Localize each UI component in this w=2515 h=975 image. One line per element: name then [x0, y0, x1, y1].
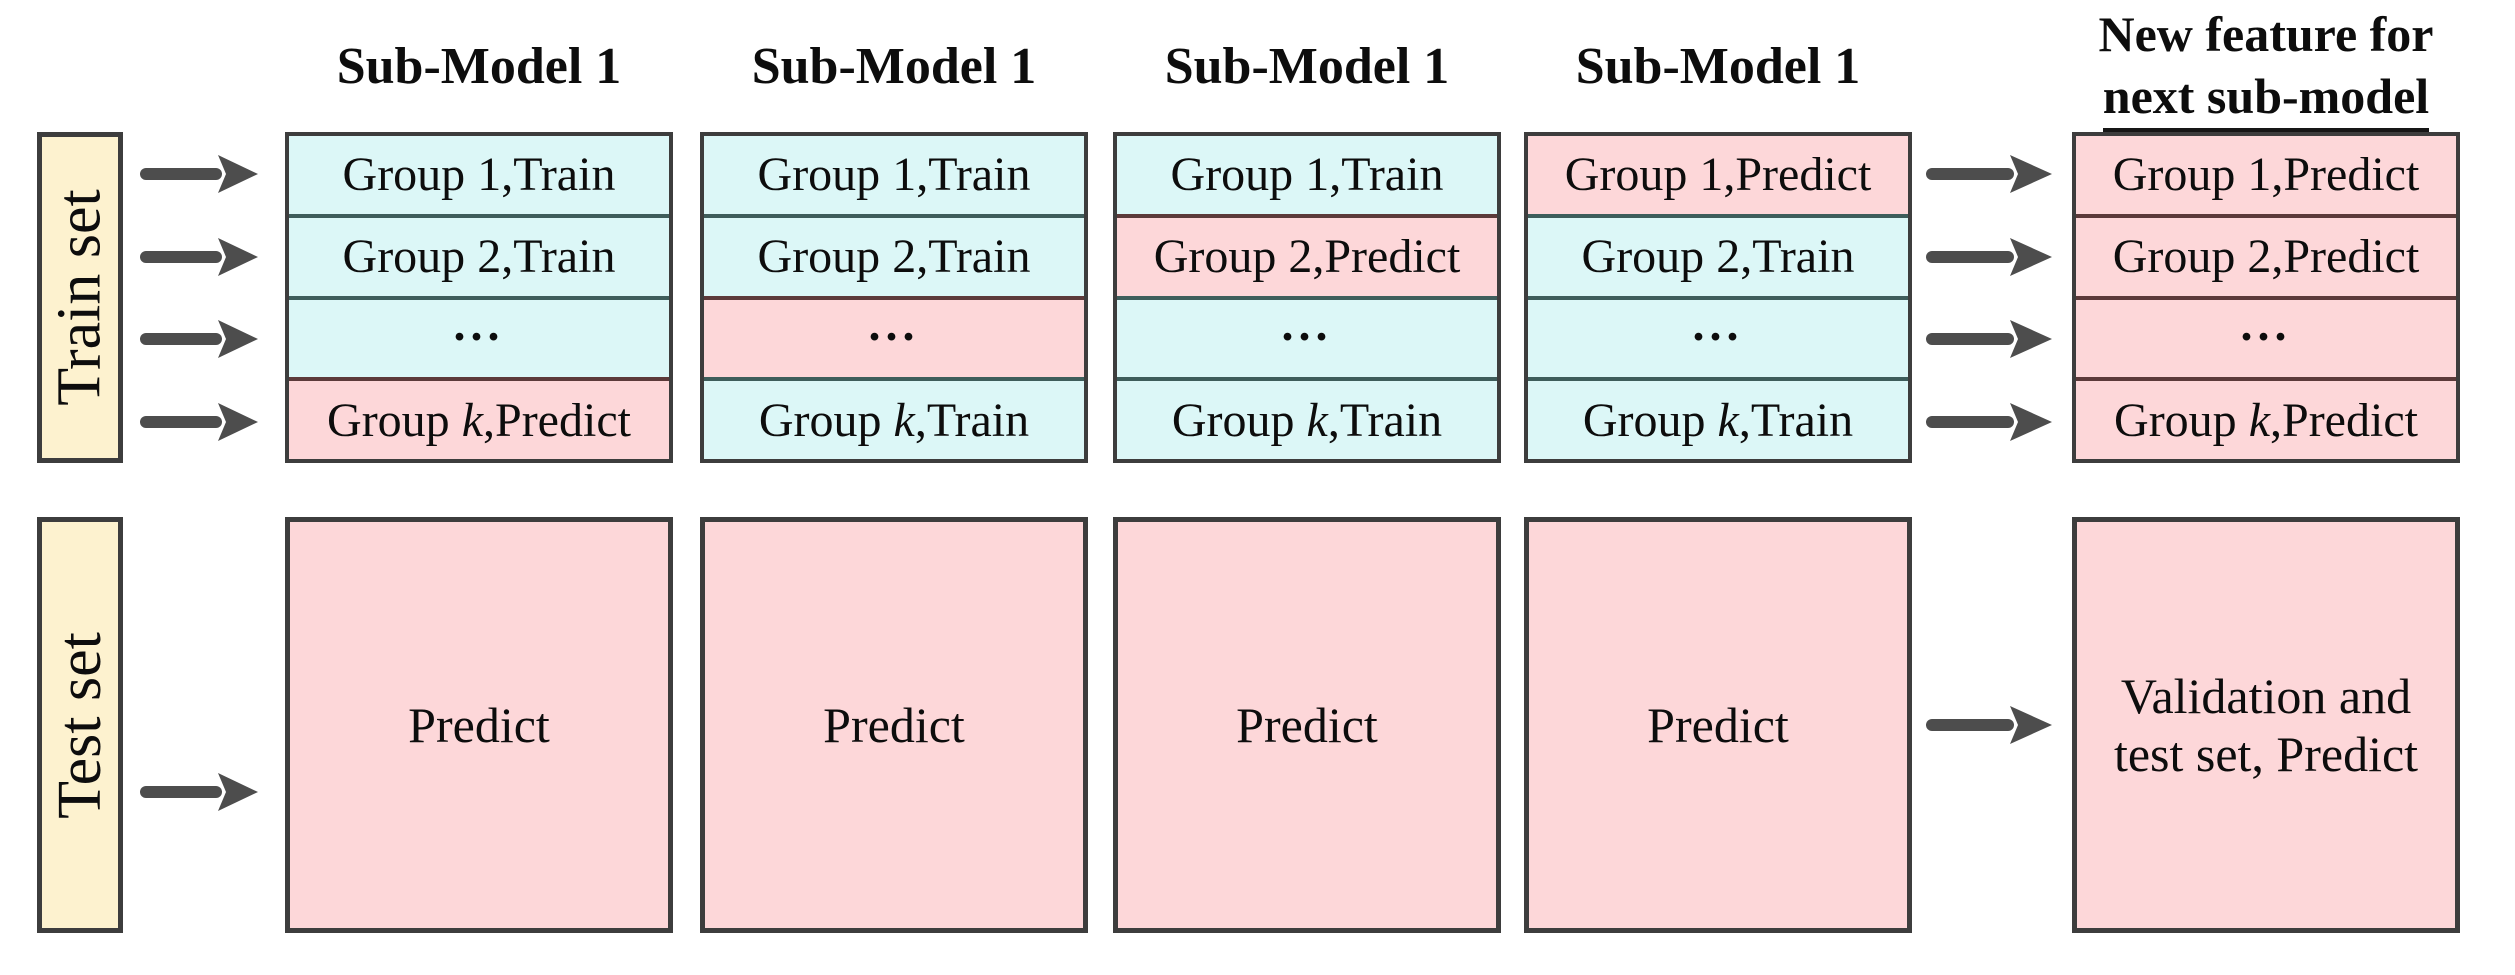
- sub-model-header-3: Sub-Model 1: [1164, 37, 1450, 95]
- arrow-right-icon: [140, 772, 258, 812]
- arrow-right-icon: [1926, 705, 2052, 745]
- fold-column-2: Group 1,Train Group 2,Train ... Group k,…: [700, 132, 1088, 463]
- table-cell: Group 2,Predict: [2076, 213, 2456, 296]
- table-cell-ellipsis: ...: [704, 295, 1084, 378]
- table-cell: Group k,Train: [1528, 377, 1908, 459]
- table-cell: Group 1,Train: [704, 136, 1084, 214]
- table-cell: Group 1,Train: [1117, 136, 1497, 214]
- table-cell: Group 1,Train: [289, 136, 669, 214]
- train-set-label: Train set: [45, 189, 114, 406]
- validation-test-box: Validation and test set, Predict: [2072, 517, 2460, 933]
- table-cell: Group k,Train: [1117, 377, 1497, 459]
- table-cell: Group k,Train: [704, 377, 1084, 459]
- fold-column-1: Group 1,Train Group 2,Train ... Group k,…: [285, 132, 673, 463]
- table-cell: Group 2,Train: [289, 213, 669, 296]
- test-predict-box-3: Predict: [1113, 517, 1501, 933]
- sub-model-header-1: Sub-Model 1: [336, 37, 622, 95]
- test-set-label: Test set: [45, 631, 114, 819]
- table-cell-ellipsis: ...: [289, 295, 669, 378]
- new-feature-column: Group 1,Predict Group 2,Predict ... Grou…: [2072, 132, 2460, 463]
- table-cell-ellipsis: ...: [1528, 295, 1908, 378]
- test-predict-box-4: Predict: [1524, 517, 1912, 933]
- new-feature-line2: next sub-model: [2102, 65, 2430, 133]
- test-predict-box-1: Predict: [285, 517, 673, 933]
- sub-model-header-2: Sub-Model 1: [751, 37, 1037, 95]
- arrow-right-icon: [1926, 319, 2052, 359]
- arrow-right-icon: [1926, 237, 2052, 277]
- arrow-right-icon: [140, 154, 258, 194]
- new-feature-header: New feature for next sub-model: [2072, 0, 2460, 133]
- arrow-right-icon: [1926, 402, 2052, 442]
- table-cell: Group 2,Train: [1528, 213, 1908, 296]
- new-feature-line1: New feature for: [2098, 6, 2434, 62]
- test-set-label-box: Test set: [37, 517, 123, 933]
- table-cell: Group k,Predict: [2076, 377, 2456, 459]
- arrow-right-icon: [140, 237, 258, 277]
- arrow-right-icon: [1926, 154, 2052, 194]
- table-cell: Group 2,Predict: [1117, 213, 1497, 296]
- fold-column-4: Group 1,Predict Group 2,Train ... Group …: [1524, 132, 1912, 463]
- table-cell: Group 1,Predict: [1528, 136, 1908, 214]
- table-cell-ellipsis: ...: [2076, 295, 2456, 378]
- train-set-label-box: Train set: [37, 132, 123, 463]
- fold-column-3: Group 1,Train Group 2,Predict ... Group …: [1113, 132, 1501, 463]
- arrow-right-icon: [140, 319, 258, 359]
- table-cell: Group 2,Train: [704, 213, 1084, 296]
- table-cell-ellipsis: ...: [1117, 295, 1497, 378]
- table-cell: Group k,Predict: [289, 377, 669, 459]
- sub-model-header-4: Sub-Model 1: [1575, 37, 1861, 95]
- test-predict-box-2: Predict: [700, 517, 1088, 933]
- table-cell: Group 1,Predict: [2076, 136, 2456, 214]
- arrow-right-icon: [140, 402, 258, 442]
